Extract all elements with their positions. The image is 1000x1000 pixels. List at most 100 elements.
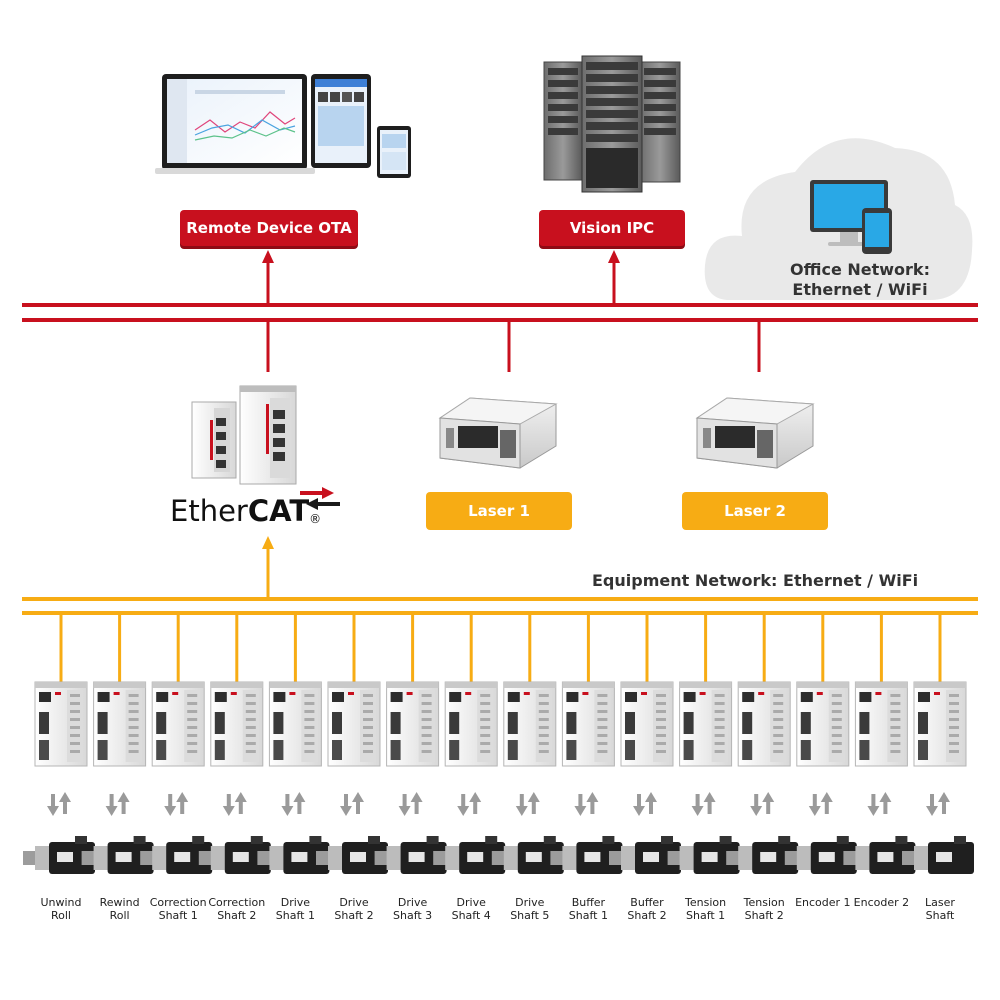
- laser-2-label: Laser 2: [682, 492, 828, 530]
- updown-arrows-icon: [750, 792, 775, 816]
- axis-unit: [23, 615, 95, 874]
- vision-ipc-label: Vision IPC: [539, 210, 685, 246]
- servo-drive: [34, 681, 88, 767]
- axis-unit: [491, 615, 564, 874]
- servo-motor: [23, 836, 95, 874]
- ethercat-controller-illustration: [191, 385, 297, 485]
- axis-caption-line1: Encoder 1: [795, 896, 851, 909]
- updown-arrows-icon: [398, 792, 423, 816]
- axis-caption-line1: Encoder 2: [853, 896, 910, 909]
- axis-caption-line2: Shaft 2: [334, 909, 374, 922]
- servo-motor: [316, 836, 388, 874]
- axis-bus-drop: [645, 615, 649, 682]
- servo-drive: [386, 681, 440, 767]
- updown-arrows-icon: [926, 792, 950, 816]
- servo-motor: [902, 836, 974, 874]
- updown-arrows-icon: [222, 792, 247, 816]
- axis-caption-line1: Drive: [515, 896, 545, 909]
- axis-bus-drop: [118, 615, 122, 682]
- ethercat-logo-prefix: Ether: [170, 494, 248, 528]
- axis-unit: [433, 615, 506, 874]
- axis-bus-drop: [704, 615, 708, 682]
- axis-caption-line1: Drive: [339, 896, 369, 909]
- axis-unit: [902, 615, 974, 874]
- office-uplinks: [262, 250, 761, 372]
- axis-caption-line1: Drive: [280, 896, 311, 909]
- updown-arrows-icon: [47, 792, 71, 816]
- axis-bus-drop: [762, 615, 766, 682]
- servo-drive: [854, 681, 908, 767]
- axis-bus-drop: [235, 615, 239, 682]
- updown-arrows-icon: [340, 792, 364, 816]
- axis-caption-line1: Correction: [149, 896, 207, 909]
- cloud-illustration: [704, 138, 973, 300]
- servo-drive: [913, 681, 967, 767]
- servo-motor: [784, 836, 857, 874]
- updown-arrows-icon: [691, 792, 716, 816]
- axis-bus-drop: [469, 615, 473, 682]
- ethercat-logo-mark: ®: [309, 512, 322, 526]
- axis-bus-drop: [821, 615, 825, 682]
- servo-motor: [843, 836, 916, 874]
- axis-unit: [726, 615, 799, 874]
- updown-arrows-icon: [281, 792, 306, 816]
- server-rack-illustration: [543, 55, 681, 193]
- axis-caption-line2: Shaft 3: [393, 909, 433, 922]
- office-network-label: Office Network: Ethernet / WiFi: [760, 260, 960, 300]
- axis-caption-line2: Shaft 4: [451, 909, 491, 922]
- servo-motor: [433, 836, 506, 874]
- office-network-line1: Office Network:: [790, 260, 930, 279]
- axis-bus-drop: [293, 615, 297, 682]
- axis-caption-line2: Roll: [51, 909, 71, 922]
- servo-motor: [491, 836, 564, 874]
- updown-arrows-icon: [515, 792, 540, 816]
- servo-motor: [667, 836, 740, 874]
- axis-caption-line1: Buffer: [571, 896, 606, 909]
- axis-unit: [667, 615, 740, 874]
- axis-unit: [550, 615, 623, 874]
- axis-caption-line1: Correction: [208, 896, 266, 909]
- axis-caption-line1: Laser Shaft: [925, 896, 955, 922]
- axis-unit: [316, 615, 388, 874]
- equipment-network-label: Equipment Network: Ethernet / WiFi: [592, 571, 919, 590]
- axis-caption-line1: Tension: [685, 896, 727, 909]
- ethercat-logo: EtherCAT®: [170, 494, 321, 536]
- axis-unit: [843, 615, 916, 874]
- servo-motor: [81, 836, 154, 874]
- updown-arrows-icon: [105, 792, 130, 816]
- axis-caption-line2: Shaft 1: [158, 909, 198, 922]
- servo-drive: [327, 681, 381, 767]
- servo-drive: [737, 681, 791, 767]
- axis-caption-line2: Shaft 1: [568, 909, 608, 922]
- equipment-network-bus: [22, 597, 978, 615]
- updown-arrows-icon: [164, 792, 189, 816]
- axis-caption: Laser Shaft: [909, 896, 971, 922]
- axis-unit: [81, 615, 154, 874]
- servo-drive: [93, 681, 147, 767]
- ethercat-arrows-icon: [300, 487, 340, 510]
- updown-arrows-icon: [867, 792, 892, 816]
- axis-caption-line1: Drive: [456, 896, 486, 909]
- servo-drive: [620, 681, 674, 767]
- axis-caption-line1: Buffer: [630, 896, 664, 909]
- axis-caption-line1: Tension: [743, 896, 785, 909]
- axis-caption-line2: Shaft 2: [744, 909, 784, 922]
- servo-drive: [503, 681, 557, 767]
- axis-caption: Encoder 1: [792, 896, 854, 909]
- office-network-line2: Ethernet / WiFi: [792, 280, 928, 299]
- axis-unit: [609, 615, 681, 874]
- servo-motor: [609, 836, 681, 874]
- axis-caption-line2: Shaft 1: [686, 909, 726, 922]
- axis-bus-drop: [528, 615, 532, 682]
- updown-arrows-icon: [633, 792, 657, 816]
